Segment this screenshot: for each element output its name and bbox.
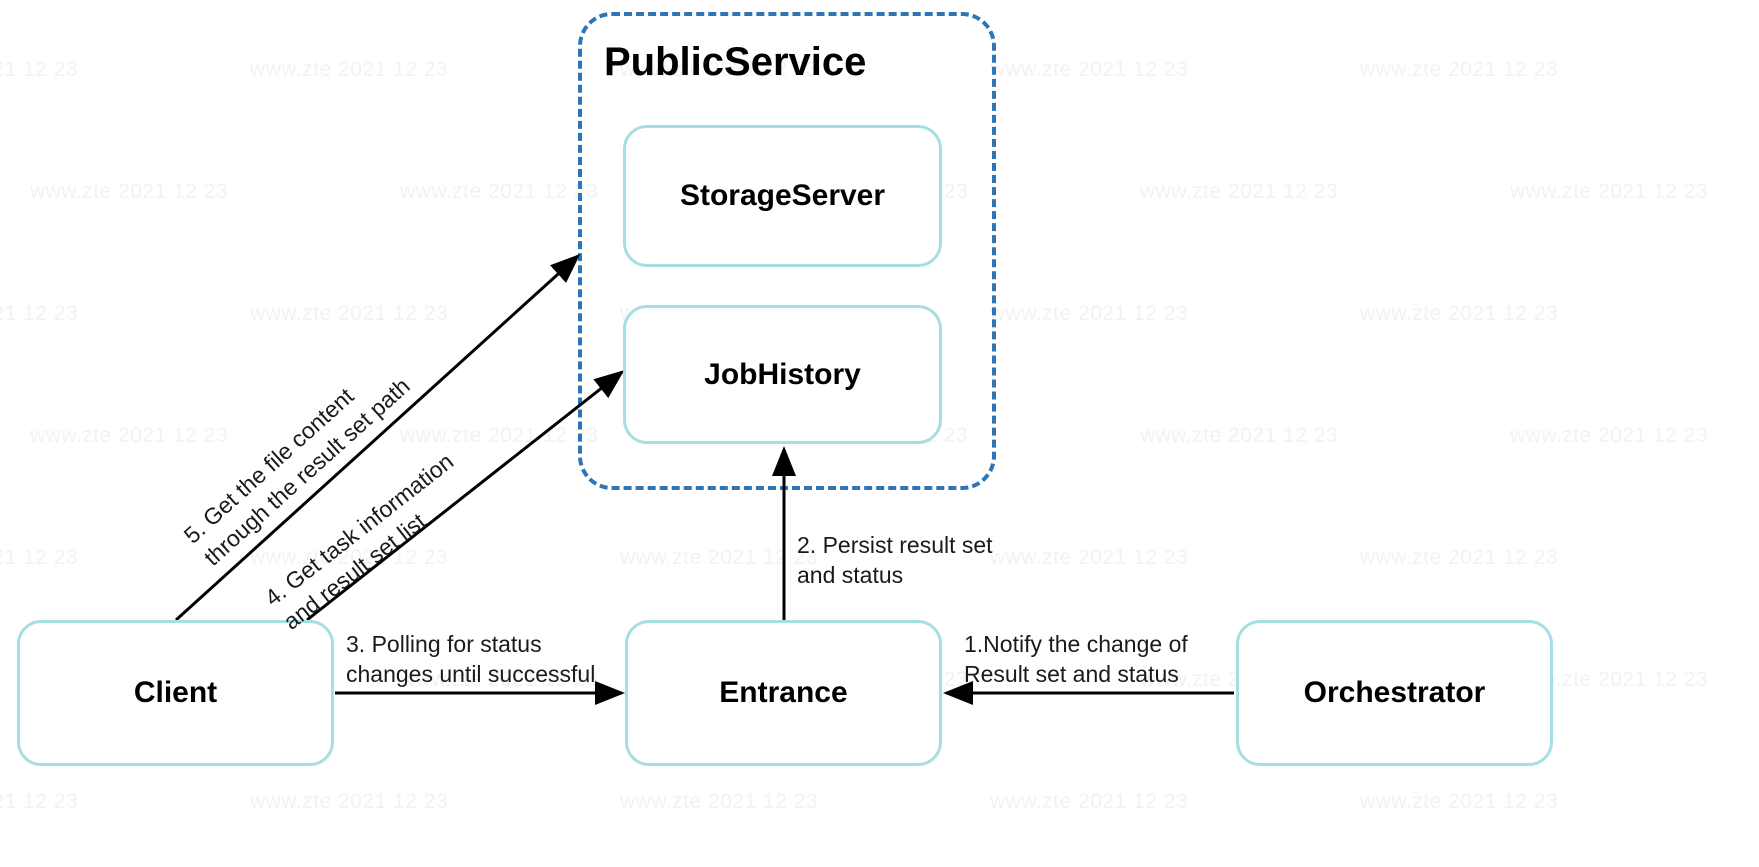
public-service-group <box>578 12 996 490</box>
node-orchestrator[interactable]: Orchestrator <box>1236 620 1553 766</box>
edge-label-2: 2. Persist result set and status <box>797 532 993 589</box>
node-entrance[interactable]: Entrance <box>625 620 942 766</box>
edge-label-3: 3. Polling for status changes until succ… <box>346 631 596 688</box>
edge-label-1: 1.Notify the change of Result set and st… <box>964 631 1188 688</box>
node-storage-server[interactable]: StorageServer <box>623 125 942 267</box>
node-client-label: Client <box>133 676 218 709</box>
public-service-title: PublicService <box>604 40 867 84</box>
arrow-client-to-storage-server <box>174 253 581 622</box>
node-storage-server-label: StorageServer <box>679 179 886 212</box>
node-job-history[interactable]: JobHistory <box>623 305 942 444</box>
node-entrance-label: Entrance <box>719 676 848 709</box>
node-job-history-label: JobHistory <box>704 357 861 391</box>
node-client[interactable]: Client <box>17 620 334 766</box>
node-orchestrator-label: Orchestrator <box>1303 676 1486 709</box>
arrow-client-to-job-history <box>306 370 625 622</box>
